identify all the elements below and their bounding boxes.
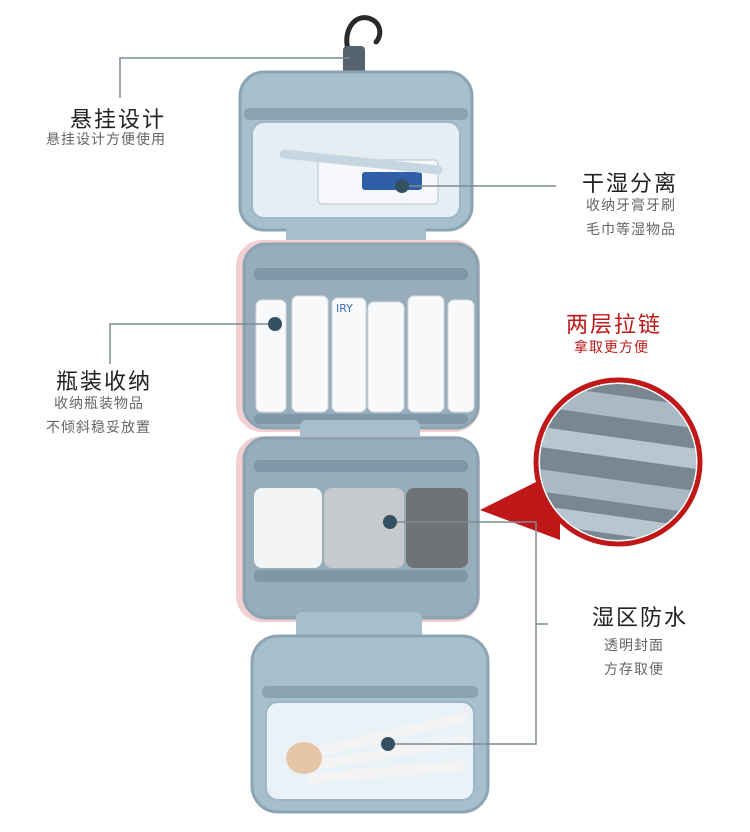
callout-bottle-line-2: 不倾斜稳妥放置: [46, 420, 151, 436]
callout-bottle-line-1: 收纳瓶装物品: [54, 396, 144, 412]
callout-hanging-title: 悬挂设计: [70, 108, 167, 133]
callout-zipper-title: 两层拉链: [566, 313, 663, 338]
bottle-print: IRY: [336, 302, 353, 315]
towel-zipper-bottom: [254, 570, 468, 582]
callout-waterproof-line-2: 方存取便: [604, 662, 664, 678]
callout-bottle-title: 瓶装收纳: [56, 370, 153, 395]
bottom-zipper: [262, 686, 478, 698]
toothpaste-label: [362, 172, 422, 190]
toothbrush: [279, 149, 443, 175]
top-zipper: [244, 108, 468, 120]
zipper-detail-closeup: [540, 384, 696, 540]
hanging-hook: [344, 15, 383, 61]
callout-waterproof-line-1: 透明封面: [604, 638, 664, 654]
bottle-zipper-top: [254, 268, 468, 280]
bottles: [255, 295, 475, 413]
callout-dry-wet-line-1: 收纳牙膏牙刷: [586, 198, 676, 214]
callout-zipper-line-1: 拿取更方便: [574, 340, 649, 356]
callout-waterproof-title: 湿区防水: [592, 606, 689, 631]
callout-lines: [109, 57, 556, 745]
callout-dry-wet-line-2: 毛巾等湿物品: [586, 222, 676, 238]
callout-hanging-line-1: 悬挂设计方便使用: [46, 132, 166, 148]
callout-dry-wet-title: 干湿分离: [582, 172, 679, 197]
towels: [254, 488, 468, 568]
callout-dots: [268, 179, 409, 751]
towel-zipper-top: [254, 460, 468, 472]
